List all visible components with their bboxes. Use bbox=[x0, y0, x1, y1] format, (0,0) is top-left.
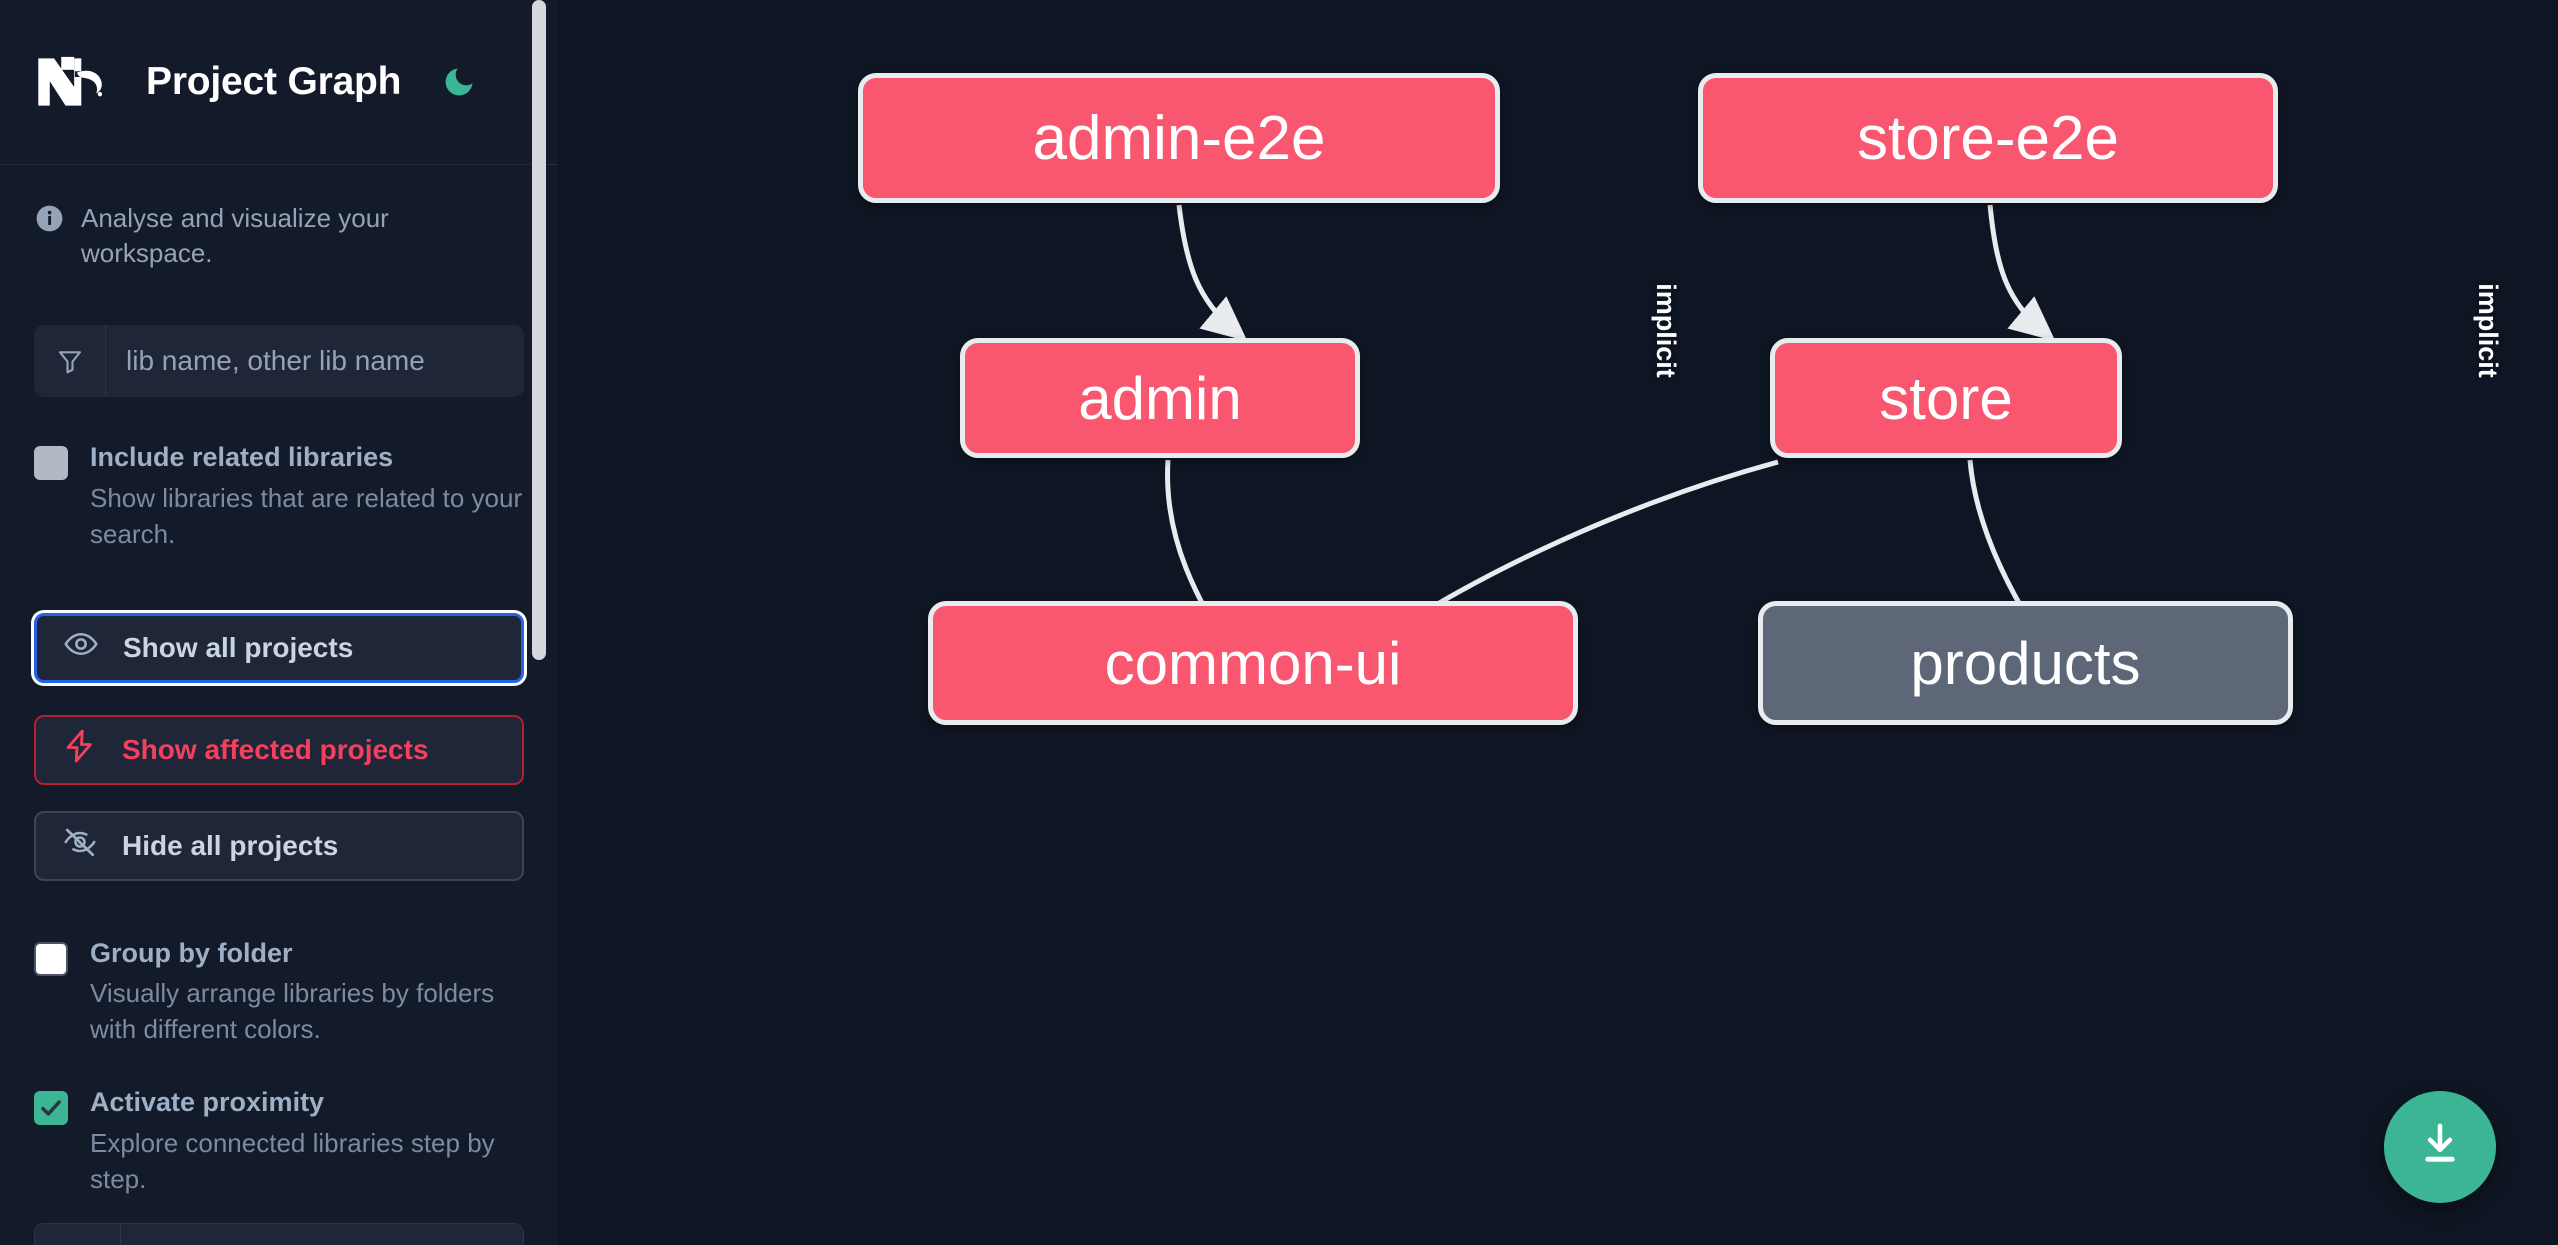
node-label: store bbox=[1879, 364, 2013, 432]
checkbox-include-related-libraries[interactable] bbox=[34, 446, 68, 481]
search-input[interactable] bbox=[106, 325, 524, 398]
checkbox-activate-proximity[interactable] bbox=[34, 1091, 68, 1126]
download-graph-button[interactable] bbox=[2384, 1091, 2496, 1203]
funnel-filter-icon bbox=[34, 325, 106, 398]
sidebar-scrollbar-thumb[interactable] bbox=[532, 0, 546, 660]
bottom-partial-control[interactable] bbox=[34, 1223, 524, 1245]
hide-all-projects-button[interactable]: Hide all projects bbox=[34, 810, 524, 881]
edge-label-implicit-admin: implicit bbox=[1650, 283, 1681, 378]
node-label: common-ui bbox=[1104, 629, 1402, 697]
edge-store-e2e-to-store bbox=[1987, 204, 2056, 342]
lightning-bolt-icon bbox=[62, 728, 98, 771]
checkbox-group-by-folder[interactable] bbox=[34, 941, 68, 976]
eye-off-icon bbox=[62, 824, 98, 867]
option-title: Include related libraries bbox=[90, 442, 394, 473]
option-title: Group by folder bbox=[90, 937, 293, 968]
moon-icon[interactable] bbox=[437, 60, 481, 104]
option-activate-proximity[interactable]: Activate proximity Explore connected lib… bbox=[0, 1086, 558, 1198]
option-title: Activate proximity bbox=[90, 1087, 325, 1118]
graph-node-common-ui[interactable]: common-ui bbox=[928, 601, 1578, 725]
graph-node-store[interactable]: store bbox=[1770, 338, 2122, 458]
option-group-by-folder[interactable]: Group by folder Visually arrange librari… bbox=[0, 937, 558, 1049]
graph-canvas[interactable]: implicit implicit admin-e2e store-e2e ad… bbox=[558, 0, 2558, 1245]
sidebar: Project Graph Analyse and visualize your… bbox=[0, 0, 558, 1245]
edge-admin-e2e-to-admin bbox=[1176, 204, 1248, 342]
page-title: Project Graph bbox=[146, 60, 402, 103]
option-description: Explore connected libraries step by step… bbox=[90, 1127, 495, 1194]
show-affected-projects-button[interactable]: Show affected projects bbox=[34, 714, 524, 785]
option-description: Show libraries that are related to your … bbox=[90, 482, 523, 549]
option-description: Visually arrange libraries by folders wi… bbox=[90, 978, 495, 1045]
show-all-projects-label: Show all projects bbox=[123, 631, 354, 663]
node-label: admin-e2e bbox=[1032, 103, 1326, 173]
filter-box bbox=[34, 325, 524, 398]
show-all-projects-button[interactable]: Show all projects bbox=[34, 612, 524, 683]
nx-logo-icon bbox=[34, 51, 120, 113]
hide-all-projects-label: Hide all projects bbox=[122, 829, 339, 861]
graph-node-products[interactable]: products bbox=[1758, 601, 2293, 725]
sidebar-scrollbar-track[interactable] bbox=[532, 0, 552, 1245]
info-banner: Analyse and visualize your workspace. bbox=[0, 165, 558, 271]
sidebar-header: Project Graph bbox=[0, 0, 558, 165]
option-include-related-libraries[interactable]: Include related libraries Show libraries… bbox=[0, 441, 558, 553]
eye-icon bbox=[63, 626, 99, 669]
graph-node-admin[interactable]: admin bbox=[960, 338, 1360, 458]
graph-node-store-e2e[interactable]: store-e2e bbox=[1698, 73, 2278, 203]
graph-node-admin-e2e[interactable]: admin-e2e bbox=[858, 73, 1500, 203]
node-label: admin bbox=[1078, 364, 1242, 432]
show-affected-projects-label: Show affected projects bbox=[122, 733, 429, 765]
node-label: store-e2e bbox=[1857, 103, 2119, 173]
download-icon bbox=[2414, 1119, 2466, 1176]
info-text: Analyse and visualize your workspace. bbox=[81, 203, 389, 269]
edge-label-implicit-store: implicit bbox=[2472, 283, 2503, 378]
info-circle-icon bbox=[34, 203, 65, 239]
node-label: products bbox=[1910, 629, 2141, 697]
